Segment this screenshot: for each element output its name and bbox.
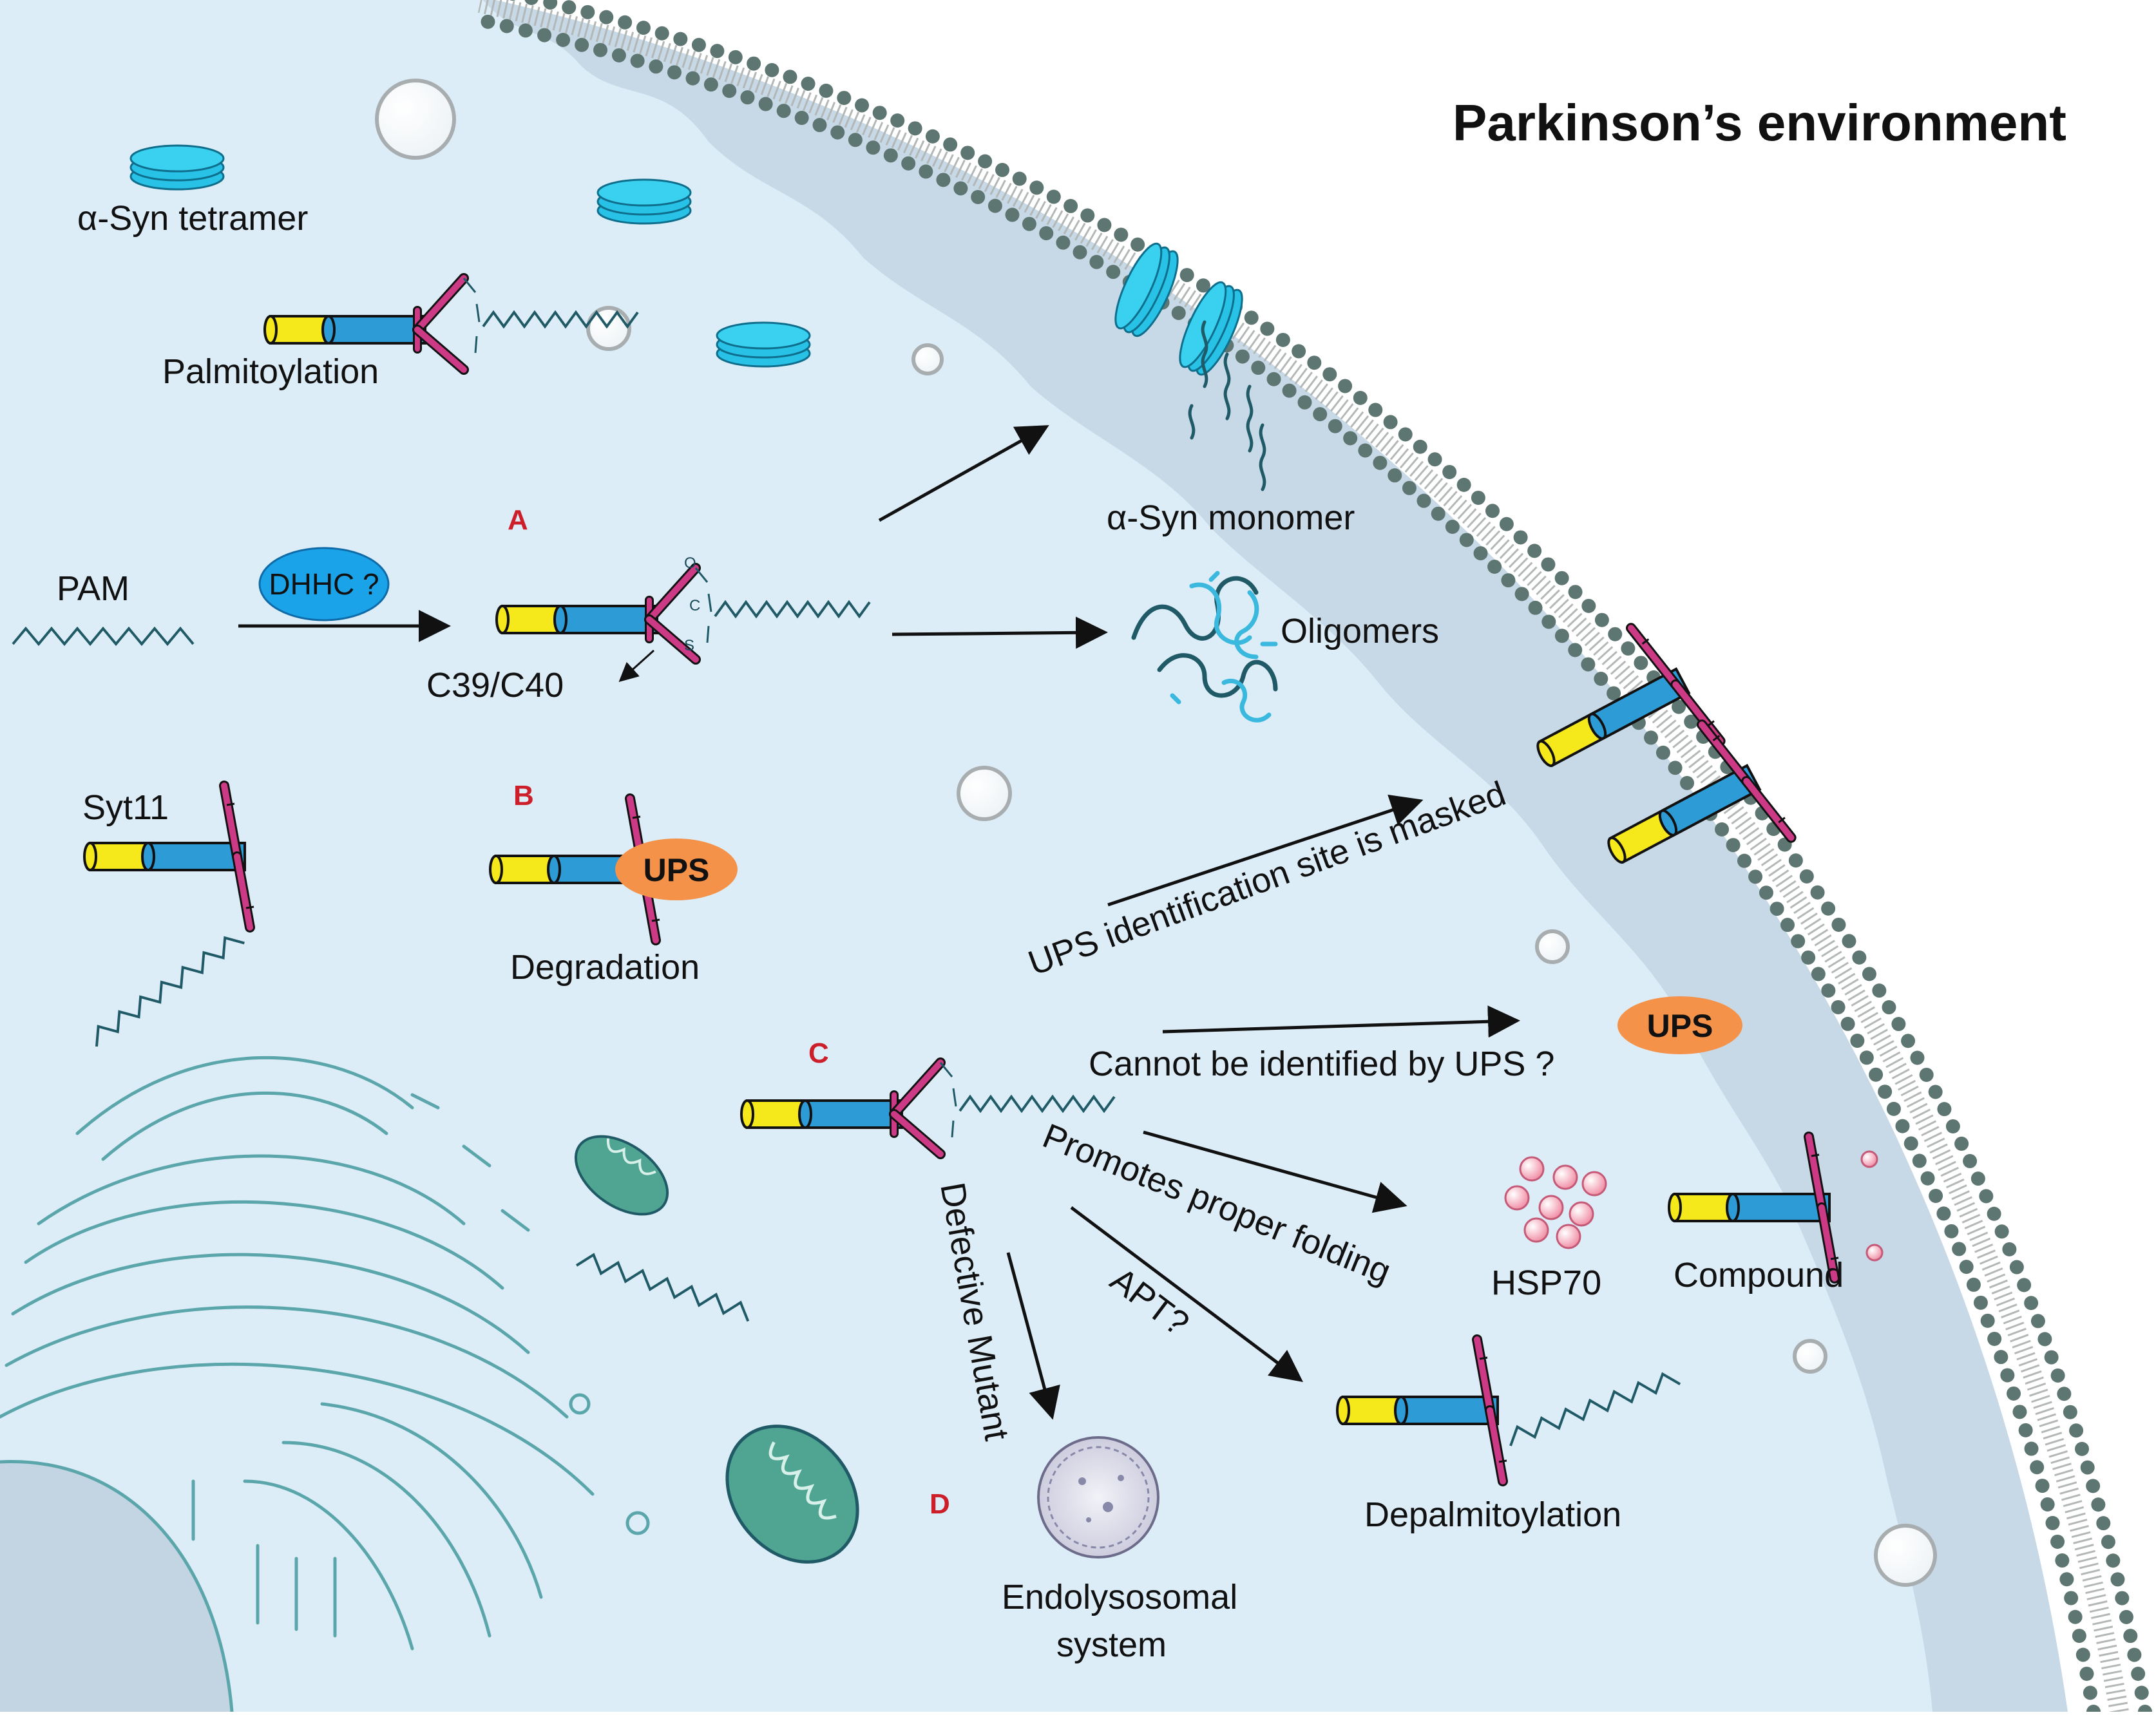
vesicle [375,79,456,160]
membrane-lipid-tails [477,0,2129,1714]
membrane-outer-beads [508,0,2152,1715]
compound-dot [1860,1150,1878,1168]
defective-mutant-arrow [1006,1252,1060,1420]
endolysosomal-label: Endolysosomal [1002,1578,1237,1616]
endolysosome-icon [1037,1436,1159,1559]
hsp70-icon [1504,1156,1607,1249]
extracellular-space [496,0,2156,1712]
ups-right-icon [1617,996,1742,1054]
folding-arrow [1143,1130,1407,1213]
syn-tetramer-label: α-Syn tetramer [77,199,308,238]
ups-label: UPS [644,852,710,888]
vesicle [957,766,1012,821]
oligomers-label: Oligomers [1281,612,1439,650]
section-d-letter: D [930,1488,950,1520]
hsp70-label: HSP70 [1491,1264,1601,1302]
syt11-label: Syt11 [82,788,169,827]
to-monomer-arrow [878,425,1049,522]
ups-masked-arrow [1107,794,1424,907]
vesicle [1535,929,1570,964]
to-oligomers-arrow [892,616,1108,649]
vesicle [586,306,631,351]
syn-tetramer-icon [716,321,811,368]
section-b-letter: B [513,780,534,811]
pam-label: PAM [57,569,129,608]
vesicle [1793,1339,1827,1374]
mitochondrion-icon [574,1135,669,1216]
depalmitoylation-label: Depalmitoylation [1364,1495,1621,1534]
syn-monomer-icon [1188,320,1266,491]
vesicle [911,343,944,375]
vesicle [1874,1524,1937,1587]
endolysosomal-system-label: system [1056,1625,1167,1664]
degradation-label: Degradation [510,948,700,987]
thioester-s: S [684,637,694,654]
diagram-title: Parkinson’s environment [1453,94,2066,151]
dhhc-label: DHHC ? [269,567,379,601]
compound-dot [1865,1244,1884,1262]
apt-arrow [1070,1206,1303,1383]
cysteine-pointer [618,649,655,683]
section-a-letter: A [508,504,528,536]
endoplasmic-reticulum [0,1056,650,1651]
section-c-letter: C [808,1038,829,1069]
mitochondrion-icon [725,1425,859,1564]
syn-monomer-label: α-Syn monomer [1107,498,1355,537]
compound-label: Compound [1674,1256,1844,1294]
syn-tetramer-icon [596,178,692,225]
ups-icon [615,839,738,900]
c39-c40-label: C39/C40 [426,666,564,705]
thioester-o: O [684,554,696,572]
dhhc-enzyme-icon [258,547,390,621]
cannot-identified-label: Cannot be identified by UPS ? [1089,1045,1554,1083]
ups-right-label: UPS [1647,1008,1713,1044]
membrane-inner-beads [470,12,2101,1715]
vesicles [375,79,1937,1587]
nucleus [0,1460,234,1712]
thioester-c: C [689,597,700,614]
syn-tetramer-legend-icon [129,144,225,191]
palmitoylation-label: Palmitoylation [162,352,379,391]
oligomers-icon [1131,571,1278,723]
ups-cannot-arrow [1162,1005,1520,1038]
